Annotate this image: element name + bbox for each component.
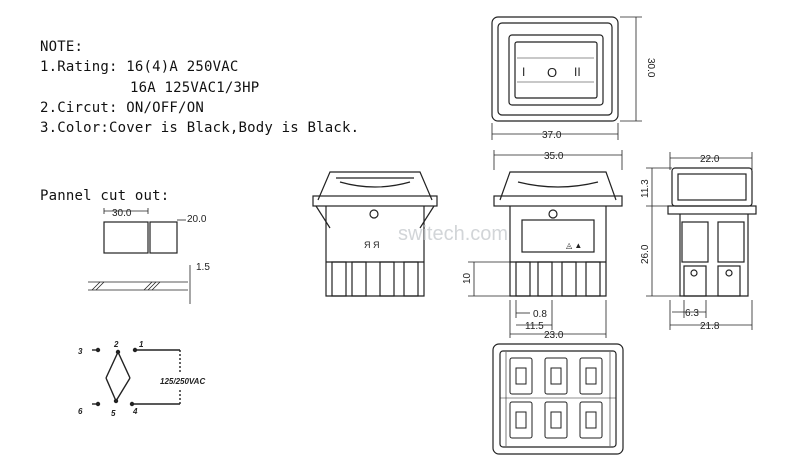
terminal-3-label: 3 — [78, 347, 83, 356]
terminal-1-label: 1 — [139, 340, 144, 349]
end-width-label: 22.0 — [700, 154, 720, 165]
note-heading: NOTE: — [40, 39, 84, 55]
cutout-width-label: 30.0 — [112, 208, 132, 219]
cert-mark: Я Я — [364, 240, 380, 250]
end-view: 22.0 11.3 26.0 6.3 21.8 — [640, 152, 757, 332]
terminal-2-label: 2 — [113, 340, 119, 349]
terminal-width-label: 6.3 — [685, 308, 699, 319]
symbol-off: O — [547, 65, 557, 80]
voltage-label: 125/250VAC — [160, 377, 205, 386]
cutout-thickness-label: 1.5 — [196, 262, 210, 273]
terminal-4-label: 4 — [132, 407, 138, 416]
symbol-on-1: I — [522, 65, 525, 79]
end-overall-width-label: 21.8 — [700, 321, 720, 332]
end-top-height-label: 11.3 — [640, 179, 651, 198]
terminal-5-label: 5 — [111, 409, 116, 418]
side-overall-width-label: 23.0 — [544, 330, 564, 341]
pin-pitch-label: 11.5 — [525, 321, 544, 332]
bottom-view — [492, 343, 624, 455]
terminal-6-label: 6 — [78, 407, 83, 416]
front-width-label: 37.0 — [542, 130, 562, 141]
side-view-center: 35.0 ◬ ▲ 10 0.8 11.5 23 — [462, 150, 623, 341]
note-circuit: 2.Circut: ON/OFF/ON — [40, 100, 204, 116]
end-body-height-label: 26.0 — [640, 244, 651, 264]
wiring-schematic: 3 2 1 6 5 4 125/250VAC — [78, 340, 205, 418]
symbol-on-2: II — [574, 65, 581, 79]
note-rating-line2: 16A 125VAC1/3HP — [130, 80, 260, 96]
ce-mark: ◬ ▲ — [566, 241, 582, 250]
pin-width-label: 0.8 — [533, 309, 547, 320]
front-height-label: 30.0 — [645, 58, 656, 78]
cutout-height-label: 20.0 — [187, 214, 207, 225]
panel-cutout-label: Pannel cut out: — [40, 188, 170, 204]
side-view-left: Я Я — [312, 171, 438, 297]
note-color: 3.Color:Cover is Black,Body is Black. — [40, 120, 360, 136]
note-rating-line1: 1.Rating: 16(4)A 250VAC — [40, 59, 239, 75]
pin-height-label: 10 — [462, 272, 473, 284]
watermark: switech.com — [398, 223, 508, 245]
front-view: I O II 30.0 37.0 — [491, 16, 656, 141]
panel-cutout-diagram: 30.0 20.0 1.5 — [88, 208, 210, 304]
side-width-label: 35.0 — [544, 151, 564, 162]
